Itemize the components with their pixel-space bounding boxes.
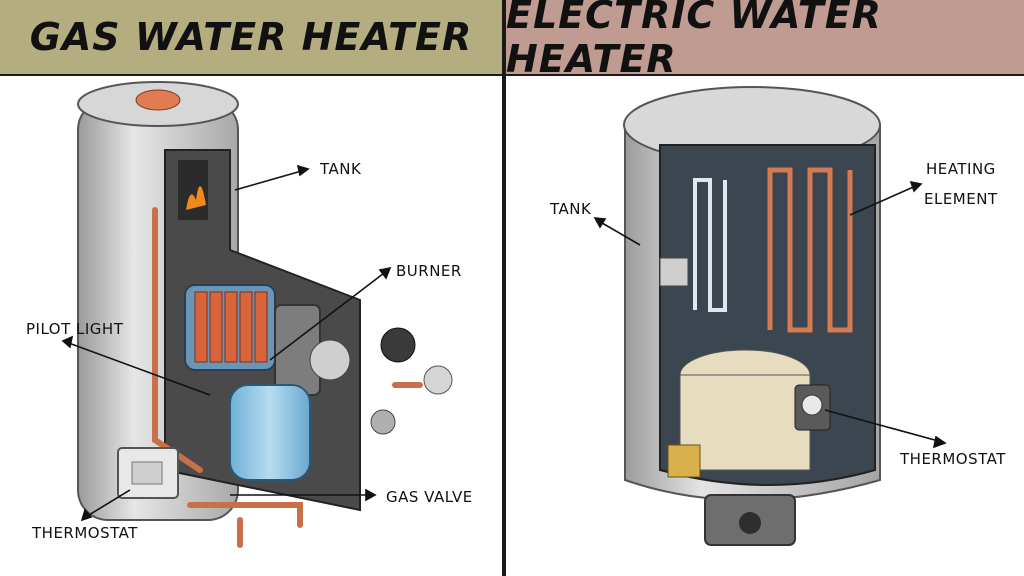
electric-cutaway: [659, 144, 876, 486]
electric-label-heating: HEATING: [926, 160, 996, 178]
electric-label-tank: TANK: [550, 200, 592, 218]
header-divider: [0, 74, 1024, 76]
electric-inner-dome: [679, 349, 811, 401]
gas-water-heater-illustration: [61, 81, 453, 548]
gas-label-pilot-light: PILOT LIGHT: [26, 320, 124, 338]
electric-base: [704, 494, 796, 546]
gas-label-burner: BURNER: [396, 262, 462, 280]
gas-label-tank: TANK: [320, 160, 362, 178]
electric-heater-title: ELECTRIC WATER HEATER: [506, 0, 1024, 81]
electric-tank-top: [623, 86, 881, 164]
gas-label-thermostat: THERMOSTAT: [32, 524, 138, 542]
electric-label-thermostat: THERMOSTAT: [900, 450, 1006, 468]
panel-divider: [502, 0, 506, 576]
exploded-part-2: [423, 365, 453, 395]
electric-tank-body: [624, 124, 881, 501]
electric-thermostat: [794, 384, 831, 431]
gas-heater-title: GAS WATER HEATER: [0, 0, 502, 74]
exploded-part-3: [370, 409, 396, 435]
gas-label-gas-valve: GAS VALVE: [386, 488, 473, 506]
electric-label-element: ELEMENT: [924, 190, 998, 208]
exploded-part-1: [380, 327, 416, 363]
heating-element-coils: [767, 167, 853, 333]
gas-blue-reservoir: [229, 384, 311, 481]
flue-flame: [186, 186, 206, 210]
